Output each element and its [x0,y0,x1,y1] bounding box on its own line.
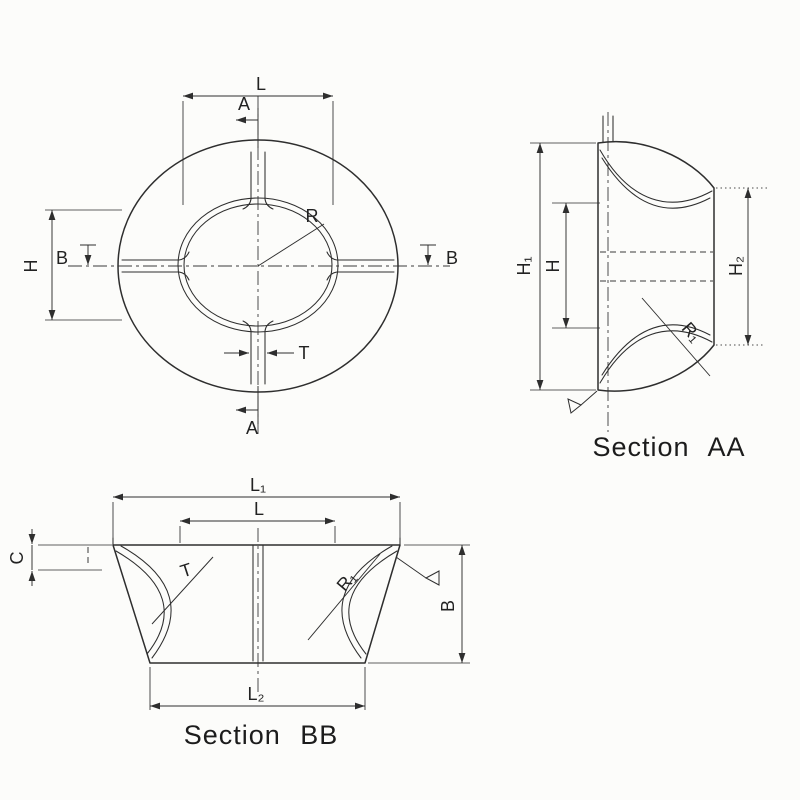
plan-section-line-A: A A [236,94,259,438]
aa-dim-H1: H₁ [514,142,596,391]
aa-outline [597,141,715,392]
bb-dim-R1-label: R₁ [333,567,361,594]
plan-section-A-label-top: A [238,94,250,114]
aa-dim-R1-label: R₁ [678,318,706,346]
bb-dim-L: L [179,499,336,543]
bb-dim-L1-extensions [112,502,401,542]
bb-datum-flag [395,556,440,586]
plan-dim-H-label: H [21,260,41,273]
plan-view: L A A B B H R [21,74,458,438]
plan-dim-H-extensions [45,209,122,321]
aa-bottom-lip [599,324,713,384]
plan-section-B-label-left: B [56,248,68,268]
aa-datum-flag-leader [580,390,598,406]
plan-section-line-B: B B [56,244,458,268]
bb-dim-T: T [151,556,214,625]
aa-dim-H2-label: H₂ [726,256,746,276]
bb-dim-L2: L₂ [149,667,366,710]
bb-top-lips [112,537,401,546]
plan-dim-L-extensions [182,101,334,205]
aa-dim-R1: R₁ [641,297,711,377]
plan-slot-bottom [242,320,274,385]
bb-dim-C-extensions [38,544,112,571]
plan-dim-R-leader [257,223,325,267]
bb-left-horn [115,545,172,659]
aa-top-stub [602,115,614,143]
section-aa-title: Section AA [592,432,745,462]
aa-dim-H2: H₂ [726,188,752,345]
bb-right-horn [341,545,398,659]
bb-dim-C-label: C [7,552,27,565]
aa-datum-flag-triangle-icon [567,398,582,414]
bb-datum-flag-triangle-icon [424,570,440,586]
plan-section-B-label-right: B [446,248,458,268]
plan-section-A-label-bottom: A [246,418,258,438]
bb-dim-R1-leader [307,553,381,641]
plan-dim-R: R [257,206,325,267]
aa-dim-H1-label: H₁ [514,256,534,275]
plan-slot-left [121,251,190,281]
aa-dim-H: H [543,202,600,329]
aa-dim-R1-leader [641,297,711,377]
bb-dim-L2-label: L₂ [248,684,265,704]
aa-dim-H-label: H [543,260,563,273]
aa-bore-hidden-lines [600,251,713,282]
section-bb-view: L₁ L C T R₁ [7,475,470,750]
plan-dim-L: L [182,74,334,205]
bb-outline [112,544,401,664]
plan-inner-ellipse-rim [183,203,333,327]
plan-dim-H: H [21,209,122,321]
bb-dim-T-leader [151,556,214,625]
aa-top-lip [599,149,713,209]
plan-slot-top [242,151,274,210]
aa-dim-H-extensions [552,202,600,329]
plan-inner-ellipse [177,197,339,333]
bb-dim-C: C [7,529,112,586]
bb-dim-L-extensions [179,526,336,543]
bb-dim-L1-label: L₁ [250,475,266,495]
bb-datum-flag-leader [395,556,427,579]
bb-dim-T-label: T [178,559,195,581]
plan-dim-T: T [224,343,310,363]
plan-dim-R-label: R [306,206,319,226]
bb-dim-L1: L₁ [112,475,401,542]
aa-datum-flag [567,390,598,414]
bb-dim-B: B [368,544,470,664]
bb-dim-L-label: L [254,499,264,519]
section-aa-view: H₁ H H₂ R₁ Section AA [514,112,770,462]
plan-slot-right [326,251,395,281]
plan-dim-L-label: L [256,74,266,94]
plan-dim-T-label: T [299,343,310,363]
section-bb-title: Section BB [184,720,339,750]
aa-dotted-guides [716,187,770,346]
bb-center-rib [252,544,264,662]
bb-dim-B-label: B [438,600,458,612]
